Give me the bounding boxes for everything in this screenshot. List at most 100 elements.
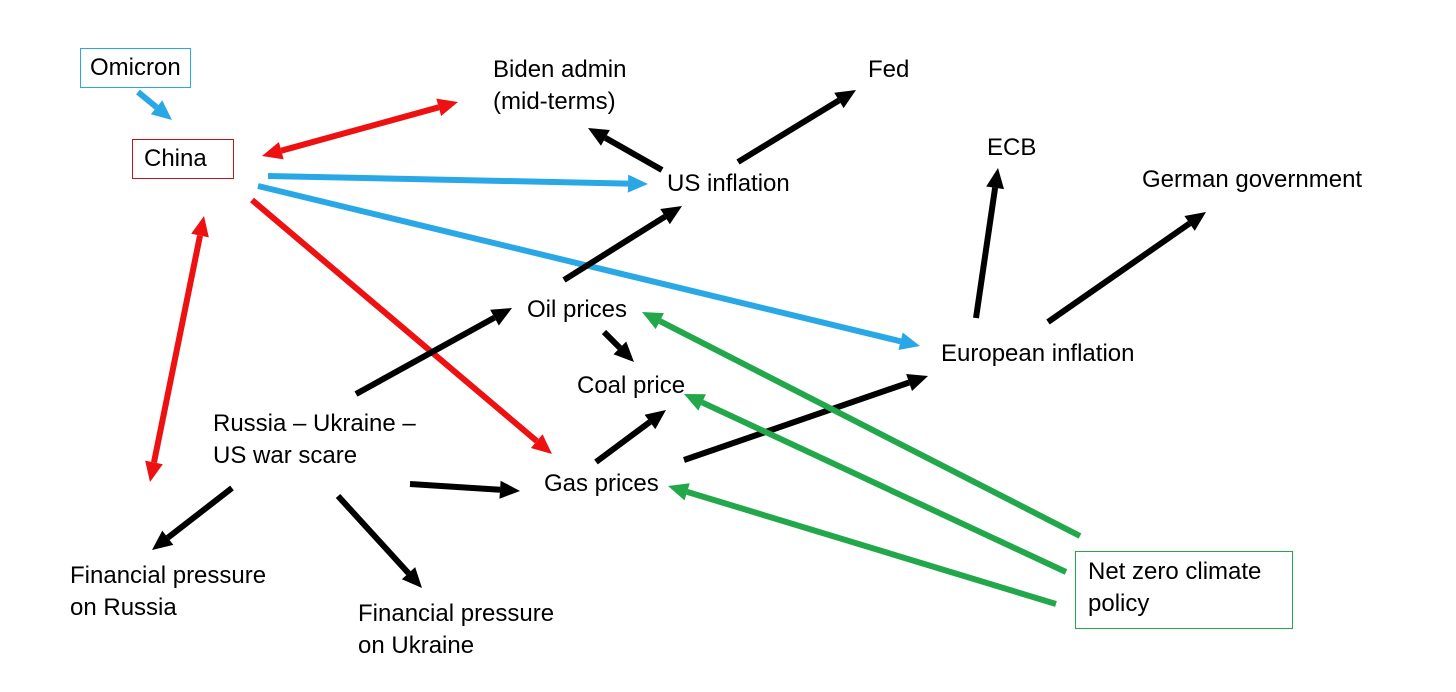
arrowhead-end	[613, 341, 634, 362]
node-biden-line-1: Biden admin	[493, 56, 627, 83]
node-fed-line-1: Fed	[868, 56, 910, 83]
edge-omicron-to-china	[136, 89, 172, 120]
edge-line	[257, 183, 902, 345]
arrowhead-end	[436, 98, 458, 116]
edge-line	[267, 173, 629, 187]
node-netzero-line-1: Net zero climate	[1088, 558, 1262, 585]
node-fin-ukraine-line-2: on Ukraine	[358, 632, 475, 659]
node-german-government: German government	[1142, 164, 1362, 196]
arrowhead-end	[668, 483, 690, 501]
node-fed: Fed	[868, 54, 909, 86]
edge-russia_war-to-fin_ukraine	[335, 493, 422, 588]
node-coal-price: Coal price	[577, 370, 685, 402]
edge-line	[683, 379, 911, 463]
node-euro-line-1: European inflation	[941, 340, 1135, 367]
edge-us_inflation-to-fed	[736, 90, 856, 165]
edge-china-to-gas_prices	[250, 197, 552, 454]
arrowhead-end	[530, 434, 552, 454]
edge-line	[603, 135, 664, 173]
node-us-inflation-line-1: US inflation	[667, 170, 790, 197]
node-russia-line-1: Russia – Ukraine –	[213, 410, 416, 437]
edge-gas_prices-to-coal_price	[594, 410, 666, 465]
node-russia-line-2: US war scare	[213, 442, 358, 469]
edge-china-to-european_inflation	[257, 183, 920, 351]
node-omicron: Omicron	[80, 48, 191, 88]
node-oil-line-1: Oil prices	[527, 296, 628, 323]
arrowhead-end	[401, 567, 422, 588]
node-ecb-line-1: ECB	[987, 134, 1037, 161]
edge-line	[973, 187, 999, 319]
arrowhead-end	[588, 128, 610, 146]
node-china: China	[132, 139, 234, 179]
arrowhead-end	[499, 480, 520, 499]
edge-line	[594, 419, 652, 465]
node-european-inflation: European inflation	[941, 338, 1134, 370]
node-coal-line-1: Coal price	[577, 372, 686, 399]
node-netzero-line-2: policy	[1088, 590, 1150, 617]
node-gas-line-1: Gas prices	[544, 470, 659, 497]
edge-line	[562, 214, 667, 283]
node-russia-ukraine-war-scare: Russia – Ukraine – US war scare	[213, 408, 416, 472]
arrowhead-end	[660, 206, 682, 225]
edge-line	[250, 197, 539, 444]
arrowhead-start	[262, 142, 284, 160]
arrowhead-end	[150, 100, 172, 120]
edge-china-to-us_inflation	[267, 173, 648, 193]
node-fin-ukraine-line-1: Financial pressure	[358, 600, 555, 627]
node-biden-admin: Biden admin (mid-terms)	[493, 54, 626, 118]
arrowhead-end	[1184, 212, 1206, 231]
arrowhead-end	[906, 374, 928, 392]
edge-line	[601, 329, 622, 350]
node-fin-russia-line-2: on Russia	[70, 594, 177, 621]
edge-line	[736, 97, 841, 165]
node-ecb: ECB	[987, 132, 1036, 164]
edge-china-to-biden	[262, 98, 458, 160]
node-oil-prices: Oil prices	[527, 294, 627, 326]
node-us-inflation: US inflation	[667, 168, 790, 200]
edge-line	[700, 399, 1068, 575]
edge-line	[686, 488, 1057, 607]
arrowhead-end	[684, 394, 706, 411]
arrowhead-end	[490, 308, 512, 326]
edge-net_zero-to-coal_price	[684, 394, 1068, 575]
arrowhead-end	[834, 90, 856, 109]
arrowhead-end	[627, 174, 648, 193]
arrowhead-end	[145, 460, 163, 482]
node-german-line-1: German government	[1142, 166, 1363, 193]
arrowhead-end	[898, 332, 920, 351]
edge-line	[280, 104, 440, 154]
edge-russia_war-to-gas_prices	[409, 480, 520, 499]
edge-line	[409, 481, 501, 493]
edge-line	[354, 315, 496, 397]
edge-gas_prices-to-european_inflation	[683, 374, 928, 463]
node-biden-line-2: (mid-terms)	[493, 88, 616, 115]
edge-line	[1046, 220, 1192, 325]
node-financial-pressure-russia: Financial pressure on Russia	[70, 560, 266, 624]
arrowhead-end	[986, 168, 1005, 190]
node-china-line-1: China	[144, 145, 207, 172]
node-net-zero-climate-policy: Net zero climate policy	[1075, 551, 1294, 629]
arrowhead-end	[642, 312, 664, 330]
node-gas-prices: Gas prices	[544, 468, 659, 500]
edge-net_zero-to-oil_prices	[642, 312, 1082, 539]
edge-net_zero-to-gas_prices	[668, 483, 1057, 607]
edge-european_inflation-to-ecb	[973, 168, 1005, 319]
arrowhead-start	[191, 216, 209, 238]
node-omicron-line-1: Omicron	[90, 54, 181, 81]
edge-russia_war-to-fin_russia	[152, 485, 234, 550]
edge-us_inflation-to-biden	[588, 128, 664, 173]
edge-line	[151, 235, 203, 463]
edge-china-to-fin_russia	[145, 216, 209, 482]
node-fin-russia-line-1: Financial pressure	[70, 562, 267, 589]
edge-oil_prices-to-coal_price	[601, 329, 634, 362]
node-financial-pressure-ukraine: Financial pressure on Ukraine	[358, 598, 554, 662]
arrowhead-end	[152, 530, 174, 550]
edge-line	[136, 89, 159, 110]
edge-russia_war-to-oil_prices	[354, 308, 512, 397]
edge-line	[165, 485, 234, 541]
arrowhead-end	[644, 410, 666, 430]
edge-european_inflation-to-german_gov	[1046, 212, 1206, 325]
edge-oil_prices-to-us_inflation	[562, 206, 682, 283]
